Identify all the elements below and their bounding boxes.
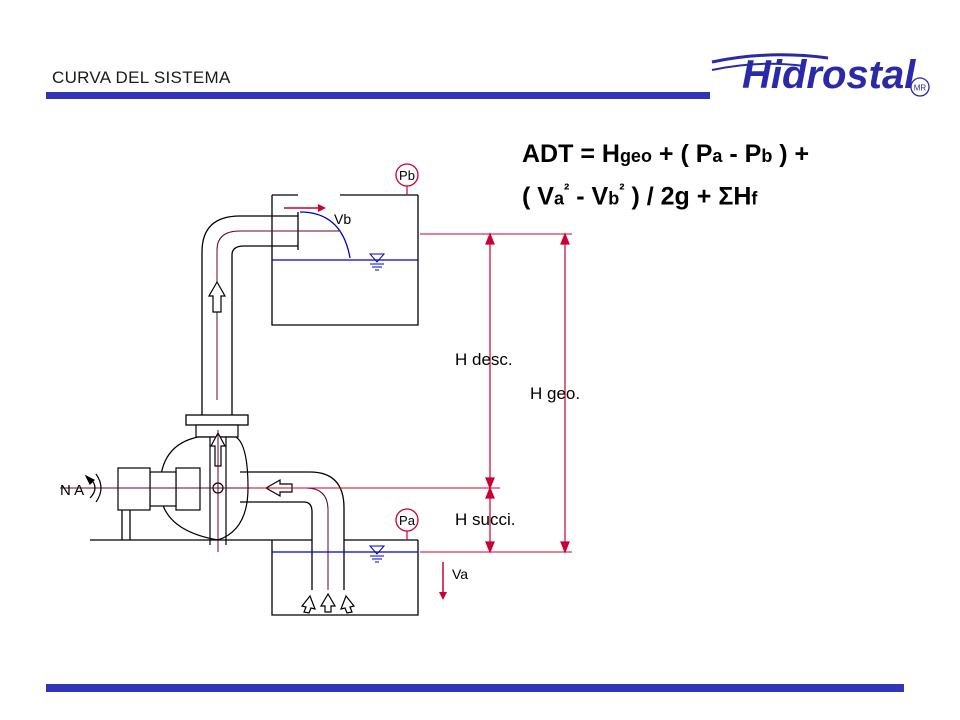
gauge-pa: Pa (395, 508, 419, 540)
velocity-b-label: Vb (334, 211, 352, 227)
pump-base (90, 510, 272, 541)
logo-text: Hidrostal (742, 53, 916, 97)
gauge-pb-label: Pb (399, 168, 415, 183)
formula-line-2: ( Va² - Vb² ) / 2g + ΣHf (522, 182, 758, 211)
logo-mark: MR (914, 84, 927, 93)
h-desc-label: H desc. (455, 350, 513, 369)
discharge-pipe (201, 212, 299, 415)
jet-curve (299, 211, 351, 259)
hidrostal-logo: Hidrostal MR (708, 44, 938, 109)
velocity-a-arrow (439, 562, 447, 600)
flow-arrow-up-discharge (207, 280, 227, 313)
footer-divider (46, 684, 904, 692)
header-divider (46, 92, 710, 99)
suction-pipe (240, 471, 345, 590)
dimension-h-geo (560, 232, 570, 554)
pump-label: N A (60, 482, 84, 499)
dimension-h-desc (485, 232, 495, 490)
water-level-symbol-top (368, 253, 386, 271)
discharge-flange (185, 414, 249, 426)
page-title: CURVA DEL SISTEMA (52, 68, 231, 87)
velocity-b-arrow (284, 204, 326, 212)
pump-body (117, 436, 249, 545)
formula-line-1: ADT = Hgeo + ( Pa - Pb ) + (522, 140, 810, 168)
reference-lines (250, 233, 572, 553)
discharge-centerline (216, 230, 340, 400)
velocity-a-label: Va (452, 566, 469, 582)
rotation-icon (84, 473, 102, 503)
h-geo-label: H geo. (530, 384, 581, 403)
inflow-arrows (300, 592, 356, 614)
suction-tank (271, 539, 419, 616)
gauge-pa-label: Pa (399, 513, 416, 528)
gauge-pb: Pb (395, 163, 419, 195)
water-level-symbol-bottom (368, 545, 386, 563)
dimension-h-succi (485, 486, 495, 554)
h-succi-label: H succi. (455, 510, 516, 529)
suction-centerline (248, 487, 329, 590)
